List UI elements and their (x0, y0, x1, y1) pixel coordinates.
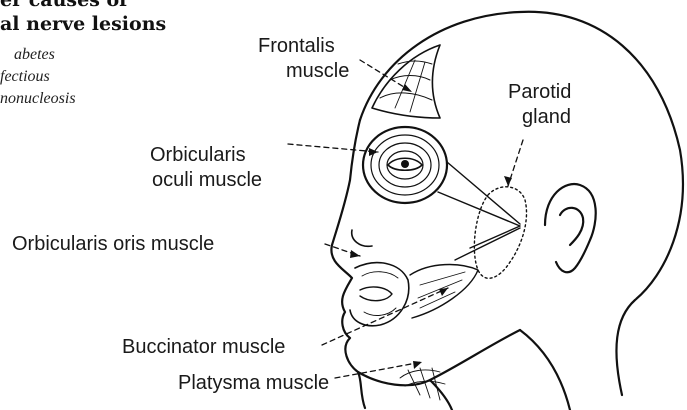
label-frontalis-muscle: Frontalis muscle (258, 34, 349, 84)
leader-buccinator (322, 288, 448, 345)
ear-inner (560, 208, 583, 245)
label-line: muscle (258, 59, 349, 84)
label-line: oculi muscle (150, 168, 262, 193)
zygomatic-lines (438, 162, 520, 260)
leader-orbicularis-oculi (288, 144, 378, 152)
ear (545, 184, 596, 272)
label-platysma-muscle: Platysma muscle (178, 371, 329, 396)
neck-back (520, 330, 570, 410)
label-line: gland (508, 105, 571, 130)
label-line: Parotid (508, 80, 571, 105)
label-parotid-gland: Parotid gland (508, 80, 571, 130)
label-line: Frontalis (258, 34, 349, 59)
face-profile (331, 120, 365, 408)
neck-front (430, 380, 452, 410)
label-orbicularis-oculi-muscle: Orbicularis oculi muscle (150, 143, 262, 193)
orbicularis-oculi-muscle (363, 127, 447, 203)
parotid-gland (474, 187, 526, 278)
orbicularis-oris-muscle (350, 263, 409, 326)
jaw-line (358, 330, 520, 385)
label-line: Orbicularis (150, 143, 262, 168)
nose (352, 230, 372, 246)
label-orbicularis-oris-muscle: Orbicularis oris muscle (12, 232, 214, 257)
leader-lines (288, 60, 523, 378)
label-buccinator-muscle: Buccinator muscle (122, 335, 285, 360)
leader-platysma (335, 362, 422, 378)
